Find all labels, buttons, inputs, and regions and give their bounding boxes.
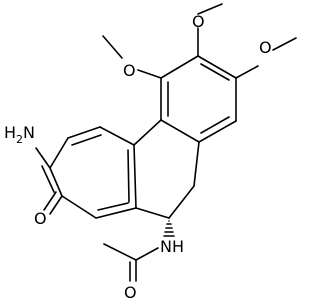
methoxy-left bbox=[102, 35, 162, 79]
methoxy-o-right-label: O bbox=[259, 38, 272, 57]
amine-n-label: N bbox=[23, 123, 35, 142]
methoxy-top bbox=[197, 3, 223, 57]
amine-bond bbox=[35, 147, 51, 169]
tropolone-ring bbox=[41, 126, 137, 219]
benzene-ring bbox=[160, 55, 237, 143]
amine-h-label: H bbox=[4, 123, 16, 142]
acetamide bbox=[103, 243, 159, 282]
amine-label: H 2 N bbox=[4, 123, 35, 146]
amine-h2-subscript: 2 bbox=[16, 133, 23, 146]
central-ring bbox=[133, 119, 200, 219]
ketone-o-label: O bbox=[34, 209, 47, 228]
methoxy-o-left-label: O bbox=[123, 61, 136, 80]
methoxy-o-top-label: O bbox=[192, 12, 205, 31]
ketone-bond bbox=[43, 191, 63, 215]
hash-wedge bbox=[163, 220, 175, 237]
molecule-drawing: O O O H 2 N O NH O bbox=[4, 3, 297, 302]
acetyl-o-label: O bbox=[124, 283, 137, 302]
methoxy-right bbox=[235, 37, 297, 79]
structure-canvas: O O O H 2 N O NH O bbox=[4, 3, 297, 302]
amide-nh-label: NH bbox=[160, 237, 184, 256]
